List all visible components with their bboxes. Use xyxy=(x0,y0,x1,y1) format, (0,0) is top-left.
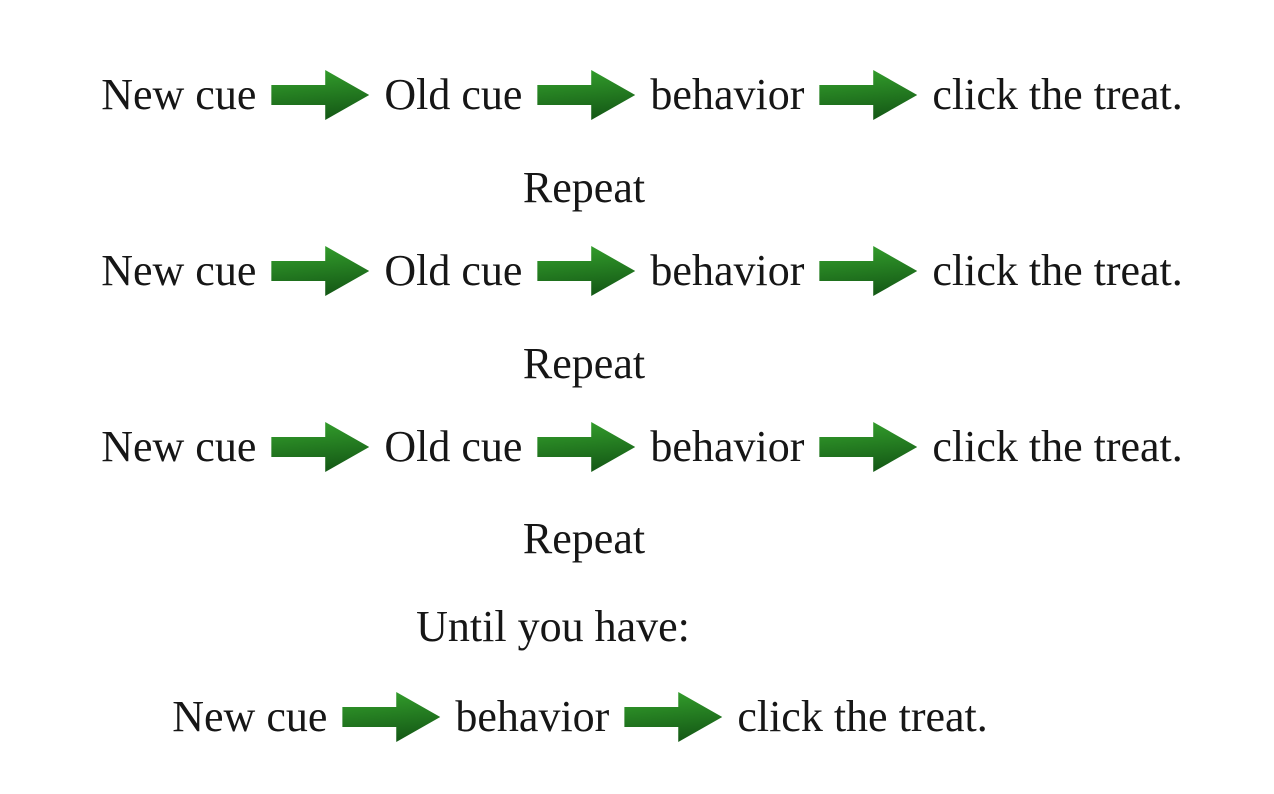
right-arrow-icon xyxy=(537,246,636,296)
right-arrow-icon xyxy=(624,692,723,742)
step-old-cue: Old cue xyxy=(384,246,523,295)
final-sequence-row: New cue behavior click the treat. xyxy=(172,686,988,748)
repeat-label-3: Repeat xyxy=(523,508,645,570)
step-new-cue: New cue xyxy=(101,246,257,295)
repeat-text: Repeat xyxy=(522,163,646,212)
step-click-treat: click the treat. xyxy=(932,70,1183,119)
repeat-text: Repeat xyxy=(522,514,646,563)
right-arrow-icon xyxy=(342,692,441,742)
sequence-row-2: New cue Old cue behavior click the treat… xyxy=(101,240,1183,302)
step-behavior: behavior xyxy=(650,422,805,471)
until-you-have-label: Until you have: xyxy=(416,596,690,658)
sequence-row-1: New cue Old cue behavior click the treat… xyxy=(101,64,1183,126)
right-arrow-icon xyxy=(819,422,918,472)
step-new-cue: New cue xyxy=(101,70,257,119)
repeat-label-1: Repeat xyxy=(523,157,645,219)
step-old-cue: Old cue xyxy=(384,422,523,471)
right-arrow-icon xyxy=(271,246,370,296)
step-click-treat: click the treat. xyxy=(737,692,988,741)
right-arrow-icon xyxy=(819,70,918,120)
step-new-cue: New cue xyxy=(172,692,328,741)
right-arrow-icon xyxy=(819,246,918,296)
step-behavior: behavior xyxy=(650,246,805,295)
right-arrow-icon xyxy=(537,422,636,472)
step-click-treat: click the treat. xyxy=(932,422,1183,471)
right-arrow-icon xyxy=(271,70,370,120)
until-text: Until you have: xyxy=(416,602,690,651)
right-arrow-icon xyxy=(271,422,370,472)
step-click-treat: click the treat. xyxy=(932,246,1183,295)
repeat-label-2: Repeat xyxy=(523,333,645,395)
step-behavior: behavior xyxy=(455,692,610,741)
step-behavior: behavior xyxy=(650,70,805,119)
step-old-cue: Old cue xyxy=(384,70,523,119)
right-arrow-icon xyxy=(537,70,636,120)
step-new-cue: New cue xyxy=(101,422,257,471)
sequence-row-3: New cue Old cue behavior click the treat… xyxy=(101,416,1183,478)
repeat-text: Repeat xyxy=(522,339,646,388)
